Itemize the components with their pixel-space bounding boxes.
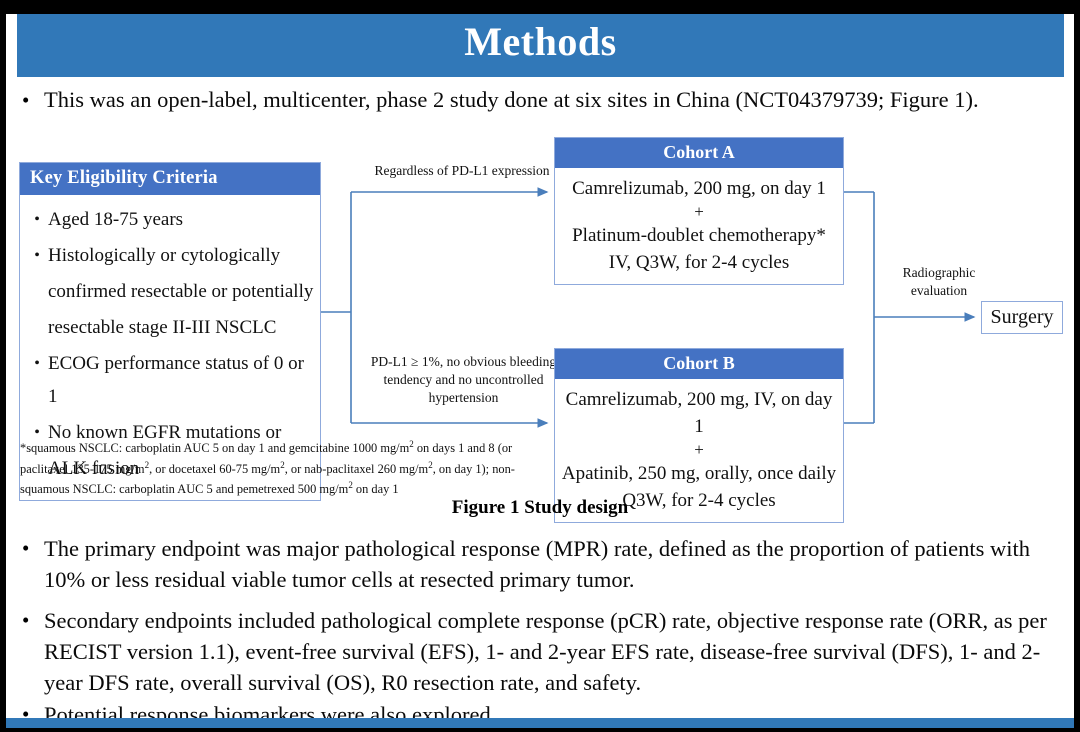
connector-label-pdl1: PD-L1 ≥ 1%, no obvious bleeding tendency… [370, 354, 557, 405]
body-bullet-text: The primary endpoint was major pathologi… [44, 536, 1031, 592]
surgery-box: Surgery [981, 301, 1063, 334]
cohort-a-line: IV, Q3W, for 2-4 cycles [608, 252, 790, 273]
list-item: • ECOG performance status of 0 or 1 [26, 347, 314, 413]
bullet-dot-icon: • [22, 608, 30, 632]
cohort-a-header: Cohort A [555, 138, 843, 168]
footnote-line: paclitaxel 135-175 mg/m2, or docetaxel 6… [20, 459, 515, 476]
intro-bullet-text: This was an open-label, multicenter, pha… [44, 87, 979, 112]
cohort-b-line: + [694, 440, 704, 459]
connector-label-radiographic: Radiographic evaluation [902, 265, 976, 298]
cohort-b-line: Camrelizumab, 200 mg, IV, on day 1 [565, 389, 833, 437]
cohort-a-line: Camrelizumab, 200 mg, on day 1 [572, 178, 826, 199]
footnote-line: squamous NSCLC: carboplatin AUC 5 and pe… [20, 480, 399, 497]
bullet-dot-icon: • [22, 536, 30, 560]
slide-title-band: Methods [17, 14, 1064, 77]
cohort-b-line: Apatinib, 250 mg, orally, once daily [561, 463, 837, 484]
cohort-b-header: Cohort B [555, 349, 843, 379]
connector-label-regardless: Regardless of PD-L1 expression [374, 163, 550, 178]
body-bullet-secondary-endpoints: • Secondary endpoints included pathologi… [22, 605, 1056, 698]
list-item-label: No known EGFR mutations or [48, 422, 282, 443]
list-item: • Histologically or cytologically [26, 239, 314, 272]
page-title: Methods [464, 19, 617, 64]
bullet-dot-icon: • [34, 247, 40, 264]
study-design-figure: Key Eligibility Criteria • Aged 18-75 ye… [6, 124, 1068, 523]
body-bullet-text: Secondary endpoints included pathologica… [44, 608, 1047, 695]
bullet-dot-icon: • [34, 355, 40, 372]
list-item: • No known EGFR mutations or [26, 416, 314, 449]
bullet-dot-icon: • [22, 88, 30, 112]
list-item: ALK fusion [26, 452, 314, 485]
cohort-a-body: Camrelizumab, 200 mg, on day 1 + Platinu… [555, 168, 843, 284]
body-bullet-primary-endpoint: • The primary endpoint was major patholo… [22, 533, 1052, 595]
footnote-line: *squamous NSCLC: carboplatin AUC 5 on da… [20, 439, 513, 456]
bullet-dot-icon: • [34, 211, 40, 228]
bottom-accent-bar [6, 718, 1074, 728]
list-item: resectable stage II-III NSCLC [26, 311, 314, 344]
list-item-label: Histologically or cytologically [48, 245, 281, 266]
cohort-b-body: Camrelizumab, 200 mg, IV, on day 1 + Apa… [555, 379, 843, 522]
cohort-b-line: Q3W, for 2-4 cycles [622, 490, 776, 511]
cohort-a-line: + [694, 202, 704, 221]
eligibility-card-body: • Aged 18-75 years • Histologically or c… [20, 195, 320, 500]
cohort-a-line: Platinum-doublet chemotherapy* [572, 225, 826, 246]
bullet-dot-icon: • [34, 424, 40, 441]
list-item-label: confirmed resectable or potentially [48, 281, 314, 302]
list-item-label: ECOG performance status of 0 or 1 [48, 353, 304, 407]
intro-bullet: • This was an open-label, multicenter, p… [22, 85, 1062, 115]
bullet-dot-icon: • [22, 702, 30, 726]
cohort-b-card: Cohort B Camrelizumab, 200 mg, IV, on da… [554, 348, 844, 523]
cohort-a-card: Cohort A Camrelizumab, 200 mg, on day 1 … [554, 137, 844, 285]
chemotherapy-footnote: *squamous NSCLC: carboplatin AUC 5 on da… [20, 436, 548, 498]
eligibility-criteria-card: Key Eligibility Criteria • Aged 18-75 ye… [19, 162, 321, 501]
list-item: • Aged 18-75 years [26, 203, 314, 236]
list-item: confirmed resectable or potentially [26, 275, 314, 308]
list-item-label: resectable stage II-III NSCLC [48, 317, 277, 338]
figure-caption: Figure 1 Study design [451, 497, 629, 518]
list-item-label: Aged 18-75 years [48, 209, 184, 230]
eligibility-card-header: Key Eligibility Criteria [20, 163, 320, 195]
list-item-label: ALK fusion [48, 458, 140, 479]
